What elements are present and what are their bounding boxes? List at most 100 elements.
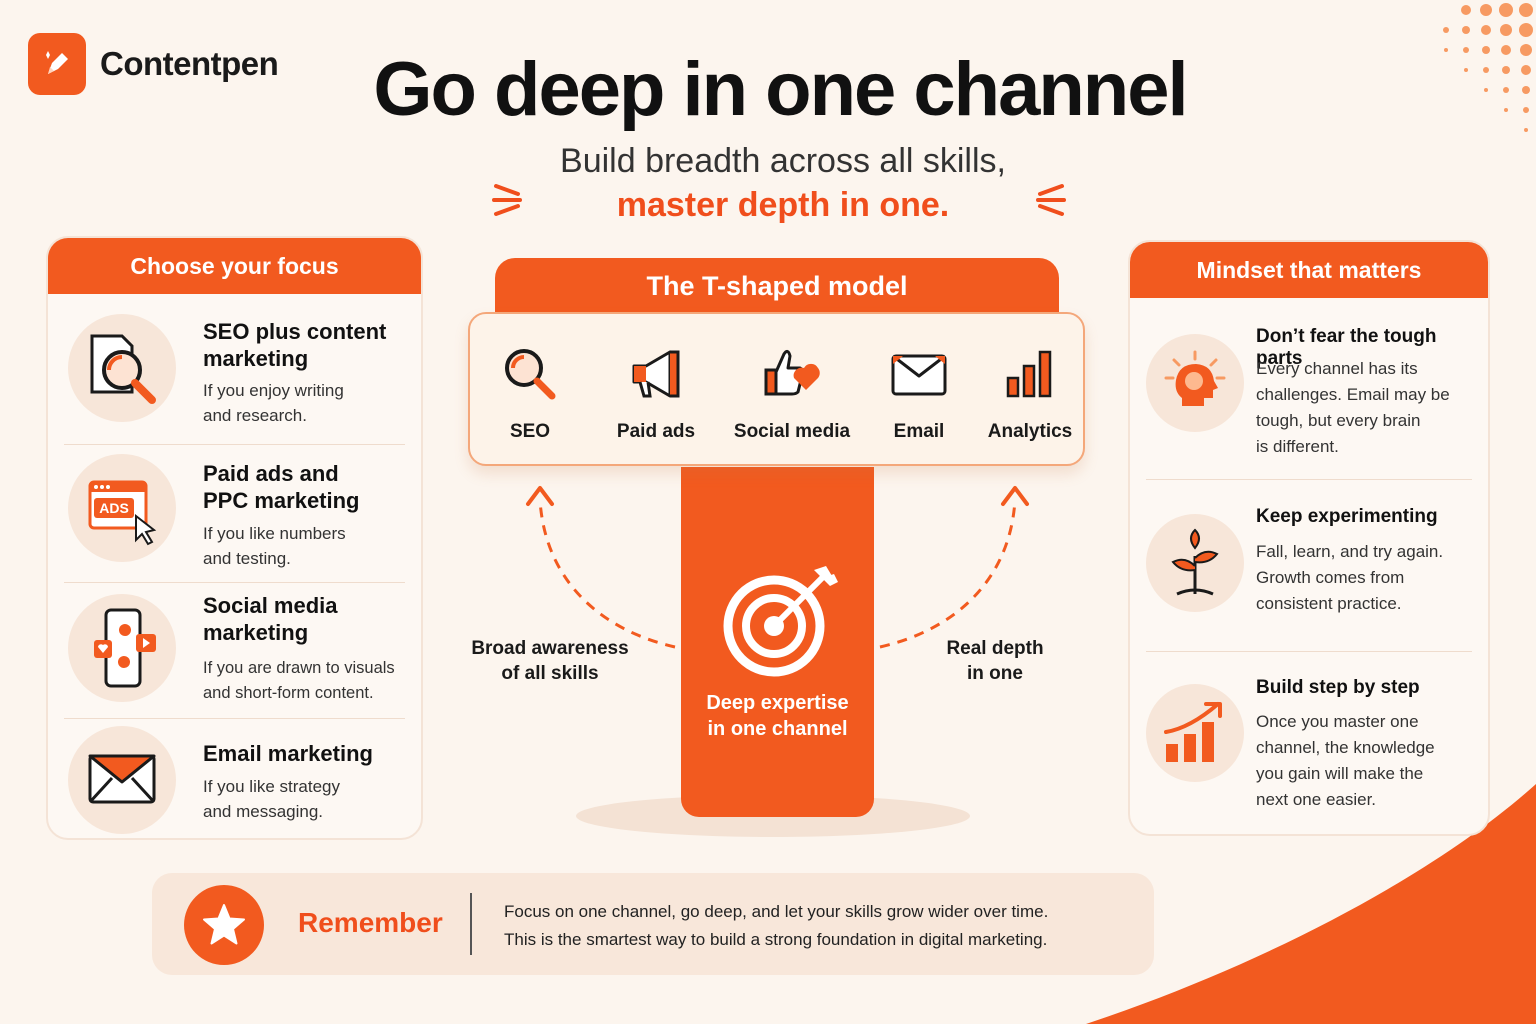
focus-item-desc: If you are drawn to visuals: [203, 659, 395, 677]
ads-browser-icon: ADS: [68, 454, 176, 562]
remember-text-line2: This is the smartest way to build a stro…: [504, 930, 1048, 949]
mindset-panel: Mindset that matters Don’t fear the toug…: [1128, 240, 1490, 836]
t-model-title: The T-shaped model: [495, 258, 1059, 318]
remember-banner: Remember Focus on one channel, go deep, …: [152, 873, 1154, 975]
focus-item-title: marketing: [203, 620, 309, 645]
t-bar-skills: SEO Paid ads Social media Email: [468, 312, 1085, 466]
magnifier-icon: [505, 349, 556, 400]
focus-item-title: PPC marketing: [203, 488, 360, 513]
skill-label: Analytics: [987, 421, 1073, 442]
focus-item-title: Paid ads and: [203, 461, 339, 486]
focus-item-desc: and short-form content.: [203, 684, 374, 702]
focus-item-title: SEO plus content: [203, 319, 387, 344]
remember-label: Remember: [298, 907, 443, 938]
mindset-desc-line: next one easier.: [1256, 790, 1377, 809]
mindset-item-title: Don’t fear the tough parts: [1256, 326, 1437, 369]
focus-item-desc: If you like numbers: [203, 524, 346, 543]
accent-marks-left-icon: [492, 184, 522, 216]
page-title: Go deep in one channel: [373, 47, 1188, 132]
skill-social-media: Social media: [727, 344, 857, 443]
dashed-arrow-left: [526, 486, 676, 649]
mindset-panel-title: Mindset that matters: [1130, 242, 1488, 298]
growth-chart-icon: [1146, 684, 1244, 782]
ads-icon-text: ADS: [99, 500, 129, 516]
skill-label: Email: [893, 421, 945, 442]
mindset-desc-line: is different.: [1256, 437, 1339, 456]
dashed-arrow-right: [879, 486, 1029, 649]
mindset-desc-line: you gain will make the: [1256, 764, 1424, 783]
focus-panel-title: Choose your focus: [48, 238, 421, 294]
mindset-desc-line: Once you master one: [1256, 712, 1419, 731]
focus-item-social-media: Social media marketing If you are drawn …: [48, 582, 421, 720]
brand: Contentpen: [28, 33, 279, 95]
focus-item-desc: and research.: [203, 406, 307, 425]
mindset-desc-line: challenges. Email may be: [1256, 385, 1450, 404]
focus-item-title: Social media: [203, 593, 338, 618]
megaphone-icon: [632, 350, 680, 398]
mindset-item-desc: Once you master one channel, the knowled…: [1256, 709, 1435, 813]
skill-label: Social media: [733, 421, 851, 442]
divider: [1146, 651, 1472, 652]
mindset-desc-line: Fall, learn, and try again.: [1256, 542, 1444, 561]
mindset-desc-line: consistent practice.: [1256, 594, 1402, 613]
divider: [64, 718, 405, 719]
focus-item-email: Email marketing If you like strategy and…: [48, 718, 421, 838]
mindset-item-desc: Every channel has its challenges. Email …: [1256, 356, 1450, 460]
focus-item-seo: SEO plus content marketing If you enjoy …: [48, 300, 421, 438]
focus-panel: Choose your focus SEO plus content marke…: [46, 236, 423, 840]
mindset-desc-line: Growth comes from: [1256, 568, 1405, 587]
mindset-item-title: Keep experimenting: [1256, 506, 1438, 527]
smartphone-social-icon: [68, 594, 176, 702]
brand-name: Contentpen: [100, 45, 279, 82]
t-stem: [681, 467, 874, 817]
remember-text-line1: Focus on one channel, go deep, and let y…: [504, 902, 1049, 921]
mindset-item-title: Build step by step: [1256, 677, 1420, 698]
envelope-icon: [891, 354, 947, 396]
target-arrow-icon: [723, 566, 838, 677]
thumbs-up-heart-icon: [764, 349, 820, 396]
skill-email: Email: [854, 344, 984, 443]
divider: [470, 893, 472, 955]
skill-label: SEO: [509, 421, 551, 442]
stem-label: Deep expertise in one channel: [681, 690, 874, 742]
focus-item-desc: If you enjoy writing: [203, 381, 344, 400]
mindset-desc-line: tough, but every brain: [1256, 411, 1421, 430]
decorative-corner-swoosh: [1086, 784, 1536, 1024]
real-depth-line2: in one: [967, 663, 1023, 684]
stem-label-line2: in one channel: [707, 718, 848, 740]
focus-item-title: Email marketing: [203, 741, 373, 766]
divider: [64, 582, 405, 583]
search-document-icon: [68, 314, 176, 422]
mindset-item-desc: Fall, learn, and try again. Growth comes…: [1256, 539, 1443, 617]
broad-awareness-line2: of all skills: [501, 663, 599, 684]
mindset-desc-line: channel, the knowledge: [1256, 738, 1435, 757]
head-lightbulb-icon: [1146, 334, 1244, 432]
focus-item-desc: If you like strategy: [203, 777, 341, 796]
skill-paid-ads: Paid ads: [591, 344, 721, 443]
bar-chart-icon: [1006, 350, 1052, 398]
stem-label-line1: Deep expertise: [706, 692, 849, 714]
divider: [64, 444, 405, 445]
real-depth-label: Real depth in one: [915, 636, 1075, 686]
page-subtitle-line2: master depth in one.: [616, 186, 950, 224]
focus-item-desc: and testing.: [203, 549, 291, 568]
skill-seo: SEO: [465, 344, 595, 443]
skill-label: Paid ads: [616, 421, 696, 442]
remember-text: Focus on one channel, go deep, and let y…: [504, 898, 1048, 954]
focus-item-desc: and messaging.: [203, 802, 324, 821]
real-depth-line1: Real depth: [946, 638, 1044, 659]
accent-marks-right-icon: [1036, 184, 1066, 216]
skill-analytics: Analytics: [965, 344, 1095, 443]
sprout-icon: [1146, 514, 1244, 612]
decorative-dot-pattern: [1443, 3, 1533, 132]
star-icon: [184, 885, 264, 965]
broad-awareness-label: Broad awareness of all skills: [455, 636, 645, 686]
page-subtitle-line1: Build breadth across all skills,: [560, 142, 1006, 180]
brand-logo-icon: [28, 33, 86, 95]
envelope-icon: [68, 726, 176, 834]
broad-awareness-line1: Broad awareness: [471, 638, 629, 659]
focus-item-title: marketing: [203, 346, 309, 371]
divider: [1146, 479, 1472, 480]
mindset-desc-line: Every channel has its: [1256, 359, 1418, 378]
focus-item-paid-ads: ADS Paid ads and PPC marketing If you li…: [48, 444, 421, 582]
